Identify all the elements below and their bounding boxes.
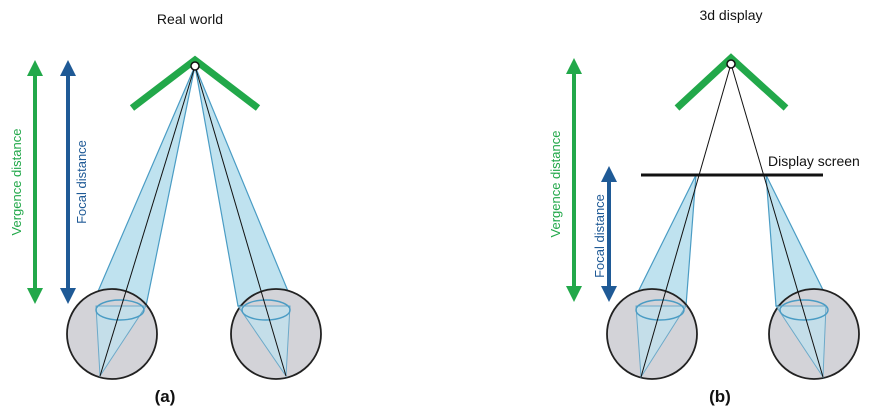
panel-a-right-line-of-sight (194, 65, 287, 377)
panel-b-title: 3d display (699, 7, 762, 23)
panel-b: 3d display Vergence distance Focal dista… (548, 7, 860, 406)
panel-b-focal-label: Focal distance (592, 194, 607, 278)
panel-a-focal-label: Focal distance (74, 140, 89, 224)
panel-b-object (674, 53, 789, 111)
panel-a-right-light-cone (194, 65, 291, 307)
panel-a-left-eye (66, 288, 158, 380)
panel-b-focal-arrow (601, 166, 617, 302)
panel-b-left-eye (606, 288, 698, 380)
panel-a-right-eye (230, 288, 322, 380)
panel-a-left-line-of-sight (99, 65, 196, 377)
panel-a-object (129, 55, 261, 111)
panel-b-right-line-of-sight (730, 63, 824, 378)
panel-b-caption: (b) (709, 387, 731, 406)
panel-a-focal-arrow (60, 60, 76, 304)
panel-b-right-eye (768, 288, 860, 380)
panel-b-left-light-cone (635, 174, 697, 307)
panel-a-fixation-point (190, 61, 200, 71)
panel-b-fixation-point (726, 59, 736, 69)
panel-a: Real world Vergence distance Focal dista… (9, 11, 322, 406)
panel-b-screen-label: Display screen (768, 153, 860, 169)
panel-b-vergence-arrow (566, 58, 582, 302)
panel-a-vergence-label: Vergence distance (9, 129, 24, 236)
panel-b-vergence-label: Vergence distance (548, 131, 563, 238)
panel-b-left-line-of-sight (640, 63, 732, 378)
panel-a-caption: (a) (155, 387, 176, 406)
panel-a-title: Real world (157, 11, 223, 27)
panel-a-vergence-arrow (27, 60, 43, 304)
